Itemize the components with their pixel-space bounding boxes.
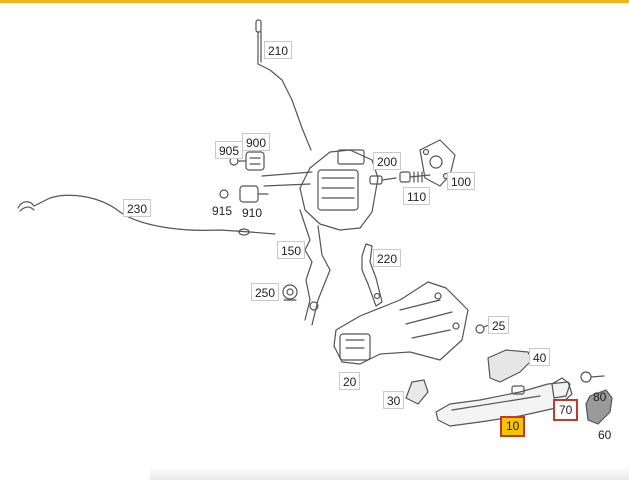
part-80-screw[interactable]	[580, 371, 605, 383]
part-250-grommet[interactable]	[282, 284, 298, 301]
callout-30[interactable]: 30	[383, 391, 405, 409]
part-915[interactable]	[219, 189, 229, 199]
callout-910[interactable]: 910	[242, 206, 263, 220]
part-30-bracket[interactable]	[405, 379, 429, 405]
callout-900[interactable]: 900	[242, 133, 271, 151]
callout-220[interactable]: 220	[373, 249, 402, 267]
part-20-carrier[interactable]	[333, 281, 469, 365]
top-accent-bar	[0, 0, 629, 3]
part-110-bolt[interactable]	[399, 171, 431, 183]
part-230-cable[interactable]	[17, 194, 276, 236]
callout-10[interactable]: 10	[500, 416, 526, 437]
callout-230[interactable]: 230	[123, 199, 152, 217]
part-60-cap[interactable]	[585, 389, 613, 425]
part-70-seal[interactable]	[551, 377, 571, 399]
callout-200[interactable]: 200	[373, 152, 402, 170]
part-200-screw[interactable]	[369, 175, 397, 185]
callout-250[interactable]: 250	[251, 283, 280, 301]
part-900[interactable]	[245, 151, 265, 171]
callout-80[interactable]: 80	[593, 390, 607, 404]
callout-905[interactable]: 905	[215, 141, 244, 159]
callout-100[interactable]: 100	[447, 172, 476, 190]
callout-25[interactable]: 25	[488, 316, 510, 334]
bottom-shade	[150, 466, 629, 480]
callout-210[interactable]: 210	[264, 41, 293, 59]
part-210-rod[interactable]	[255, 19, 312, 151]
callout-110[interactable]: 110	[403, 187, 431, 205]
callout-60[interactable]: 60	[598, 428, 612, 442]
part-lock-module[interactable]	[261, 149, 379, 321]
callout-915[interactable]: 915	[212, 204, 233, 218]
part-220-lever[interactable]	[361, 243, 383, 307]
callout-70[interactable]: 70	[553, 399, 579, 421]
part-910[interactable]	[239, 185, 269, 203]
part-150-rod[interactable]	[309, 225, 331, 326]
part-10-handle[interactable]	[435, 381, 573, 427]
callout-20[interactable]: 20	[339, 372, 361, 390]
part-40-cover[interactable]	[487, 349, 533, 383]
callout-40[interactable]: 40	[529, 348, 551, 366]
callout-150[interactable]: 150	[277, 241, 306, 259]
